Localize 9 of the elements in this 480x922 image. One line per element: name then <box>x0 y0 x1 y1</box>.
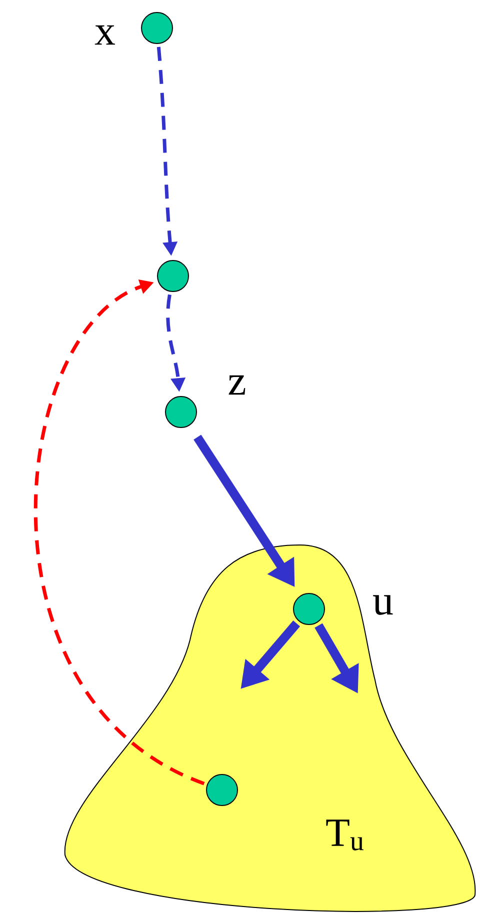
vertex-dot <box>157 260 189 292</box>
vertex-dot <box>141 12 173 44</box>
vertex-label: z <box>228 375 246 395</box>
vertex-dot <box>293 593 325 625</box>
vertex-label: x <box>94 25 115 45</box>
vertex-dot <box>165 396 197 428</box>
arrow <box>34 280 205 786</box>
vertex-label: u <box>373 595 393 615</box>
vertex-dot <box>206 774 238 806</box>
